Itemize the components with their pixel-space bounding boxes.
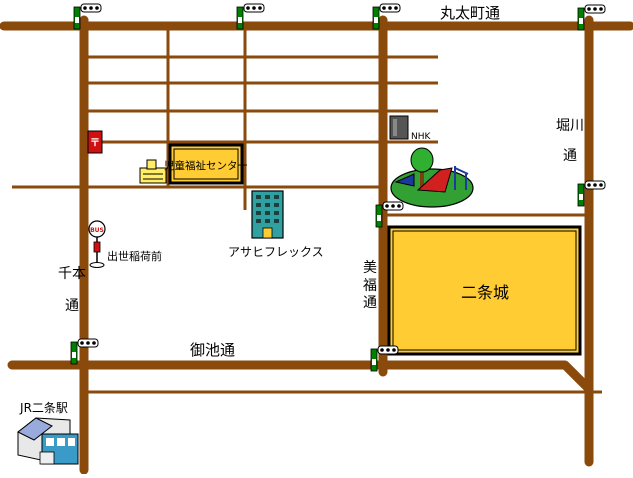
road-label-senbon-bottom: 通 bbox=[65, 298, 79, 314]
minor-streets bbox=[12, 28, 602, 394]
road-label-marutamachi: 丸太町通 bbox=[440, 4, 500, 22]
landmark-label-children-center: 児童福祉センター bbox=[164, 159, 248, 172]
park-icon bbox=[390, 147, 474, 208]
map-labels: 丸太町通堀川通千本通美福通御池通NHK児童福祉センターアサヒフレックス出世稲荷前… bbox=[19, 4, 584, 415]
nijo-castle bbox=[387, 225, 582, 356]
road-label-mibu-1: 美 bbox=[363, 260, 377, 276]
road-label-mibu-3: 通 bbox=[363, 295, 377, 311]
traffic-signal-icon bbox=[236, 3, 265, 30]
traffic-signal-icon bbox=[73, 3, 102, 30]
road-label-horikawa-top: 堀川 bbox=[556, 118, 584, 134]
landmark-label-asahi-flex: アサヒフレックス bbox=[228, 245, 324, 259]
traffic-signals bbox=[70, 3, 606, 372]
traffic-signal-icon bbox=[70, 338, 99, 365]
train-station-icon bbox=[17, 417, 79, 465]
asahi-flex-building-icon bbox=[251, 190, 284, 239]
road-label-oike: 御池通 bbox=[190, 341, 235, 359]
nhk-building-icon bbox=[389, 115, 409, 140]
landmark-label-nijo-castle: 二条城 bbox=[461, 283, 509, 302]
landmark-label-nhk: NHK bbox=[411, 132, 432, 142]
road-label-horikawa-bottom: 通 bbox=[563, 148, 577, 164]
traffic-signal-icon bbox=[372, 3, 401, 30]
landmark-label-bus-stop: 出世稲荷前 bbox=[107, 249, 162, 263]
traffic-signal-icon bbox=[577, 180, 606, 207]
school-icon bbox=[139, 159, 167, 184]
traffic-signal-icon bbox=[577, 4, 606, 31]
landmark-label-jr-station: JR二条駅 bbox=[19, 401, 68, 415]
svg-text:〒: 〒 bbox=[90, 137, 100, 149]
traffic-signal-icon bbox=[370, 345, 399, 372]
children-center-label bbox=[168, 143, 244, 185]
major-roads bbox=[0, 15, 633, 475]
traffic-signal-icon bbox=[375, 201, 404, 228]
bus-stop-icon bbox=[88, 220, 106, 268]
road-oike bbox=[7, 360, 594, 394]
road-label-mibu-2: 福 bbox=[363, 278, 377, 294]
postbox-icon: 〒 bbox=[87, 130, 103, 154]
road-label-senbon-top: 千本 bbox=[58, 266, 86, 282]
bus-sign-text: BUS bbox=[90, 227, 104, 234]
